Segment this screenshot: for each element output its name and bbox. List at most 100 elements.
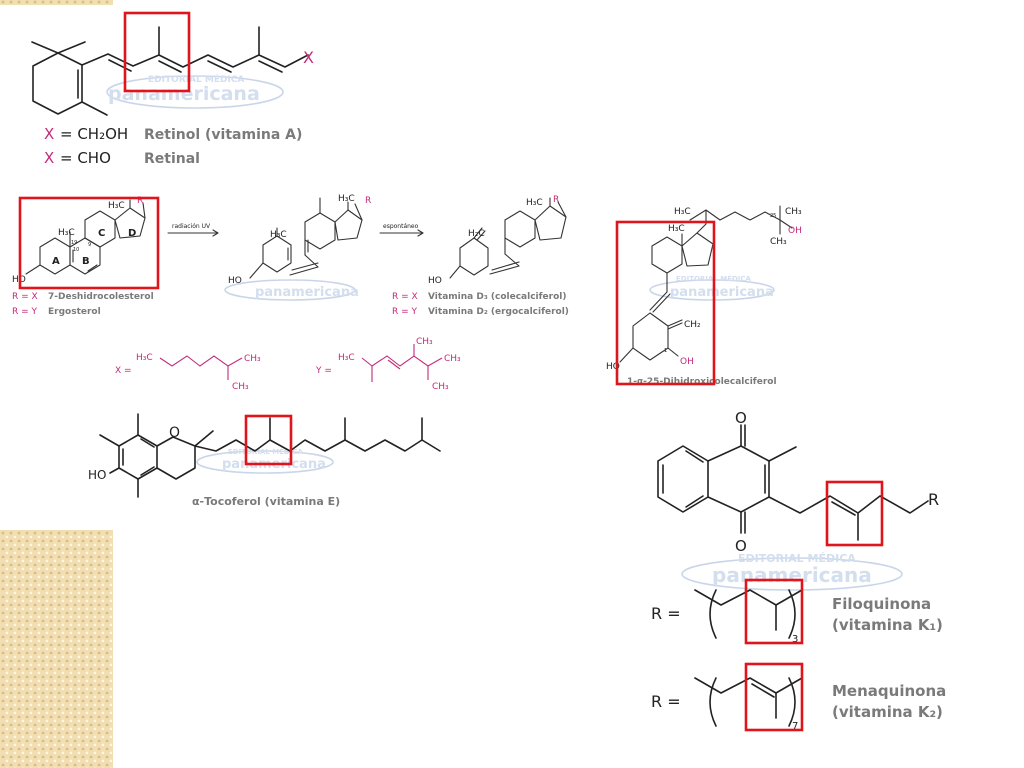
svg-text:O: O bbox=[735, 409, 747, 427]
svg-text:(vitamina K₁): (vitamina K₁) bbox=[832, 616, 943, 634]
highlight-retinol-isoprene bbox=[123, 11, 191, 93]
svg-text:B: B bbox=[82, 256, 90, 267]
svg-text:H₃C: H₃C bbox=[108, 201, 125, 211]
side-chain-x: X = H₃C CH₃ CH₃ bbox=[115, 353, 261, 392]
tocopherol-structure: O HO α-Tocoferol (vitamina E) bbox=[88, 413, 441, 508]
svg-text:(vitamina K₂): (vitamina K₂) bbox=[832, 703, 943, 721]
svg-text:OH: OH bbox=[788, 226, 802, 236]
svg-text:Retinol (vitamina A): Retinol (vitamina A) bbox=[144, 127, 302, 143]
svg-text:H₃C: H₃C bbox=[338, 353, 355, 363]
svg-text:Retinal: Retinal bbox=[144, 151, 200, 167]
svg-text:R = X: R = X bbox=[392, 292, 418, 302]
svg-text:A: A bbox=[52, 256, 60, 267]
svg-text:panamericana: panamericana bbox=[255, 285, 359, 300]
svg-text:Menaquinona: Menaquinona bbox=[832, 682, 946, 700]
highlight-tocopherol-isoprene bbox=[244, 414, 293, 466]
vitamin-d-captions: R = X Vitamina D₃ (colecalciferol) R = Y… bbox=[392, 292, 569, 317]
calcitriol-name: 1-α-25-Dihidroxicolecalciferol bbox=[627, 377, 777, 387]
svg-text:7: 7 bbox=[792, 721, 798, 732]
svg-text:= CHO: = CHO bbox=[60, 149, 111, 167]
svg-text:H₂C: H₂C bbox=[468, 229, 485, 239]
svg-text:panamericana: panamericana bbox=[108, 83, 260, 105]
svg-text:EDITORIAL MÉDICA: EDITORIAL MÉDICA bbox=[228, 447, 304, 456]
svg-text:CH₃: CH₃ bbox=[770, 237, 787, 247]
svg-text:R = Y: R = Y bbox=[392, 307, 418, 317]
svg-text:HO: HO bbox=[228, 276, 242, 286]
highlight-steroid-nucleus bbox=[18, 196, 160, 290]
svg-text:Vitamina D₃ (colecalciferol): Vitamina D₃ (colecalciferol) bbox=[428, 292, 566, 302]
highlight-k2-isoprene bbox=[744, 662, 804, 732]
svg-text:HO: HO bbox=[606, 362, 620, 372]
svg-text:HO: HO bbox=[88, 468, 106, 482]
retinol-captions: X = CH₂OH Retinol (vitamina A) X = CHO R… bbox=[44, 125, 302, 167]
svg-text:C: C bbox=[98, 228, 105, 239]
highlight-boxes bbox=[18, 11, 884, 732]
svg-text:CH₃: CH₃ bbox=[232, 382, 249, 392]
svg-text:panamericana: panamericana bbox=[670, 285, 774, 300]
svg-text:H₃C: H₃C bbox=[526, 198, 543, 208]
retinol-x-group: X bbox=[303, 48, 314, 67]
svg-text:CH₃: CH₃ bbox=[785, 207, 802, 217]
svg-text:R = X: R = X bbox=[12, 292, 38, 302]
svg-text:espontáneo: espontáneo bbox=[383, 223, 419, 230]
svg-text:radiación UV: radiación UV bbox=[172, 223, 211, 230]
svg-text:X: X bbox=[44, 125, 54, 143]
svg-text:1: 1 bbox=[664, 348, 667, 354]
svg-text:H₃C: H₃C bbox=[270, 230, 287, 240]
svg-text:Filoquinona: Filoquinona bbox=[832, 595, 931, 613]
watermark-vitamin-d: panamericana bbox=[224, 279, 359, 301]
spontaneous-arrow: espontáneo bbox=[379, 223, 424, 237]
watermark-retinol: EDITORIAL MÉDICA panamericana bbox=[106, 73, 284, 109]
svg-text:H₃C: H₃C bbox=[136, 353, 153, 363]
retinol-structure: X bbox=[31, 26, 314, 116]
svg-text:EDITORIAL MÉDICA: EDITORIAL MÉDICA bbox=[738, 552, 856, 565]
svg-text:CH₂: CH₂ bbox=[684, 320, 701, 330]
svg-text:9: 9 bbox=[88, 242, 91, 248]
decorative-pattern-top bbox=[0, 0, 113, 5]
svg-text:= CH₂OH: = CH₂OH bbox=[60, 125, 128, 143]
svg-text:Vitamina D₂ (ergocalciferol): Vitamina D₂ (ergocalciferol) bbox=[428, 307, 569, 317]
dehydrocholesterol-captions: R = X 7-Deshidrocolesterol R = Y Ergoste… bbox=[12, 292, 154, 317]
svg-text:OH: OH bbox=[680, 357, 694, 367]
svg-text:CH₃: CH₃ bbox=[244, 354, 261, 364]
svg-text:CH₃: CH₃ bbox=[432, 382, 449, 392]
decorative-pattern-strip bbox=[0, 530, 113, 768]
svg-text:Y =: Y = bbox=[315, 366, 332, 376]
svg-text:panamericana: panamericana bbox=[712, 563, 872, 587]
svg-text:H₃C: H₃C bbox=[58, 228, 75, 238]
svg-text:7-Deshidrocolesterol: 7-Deshidrocolesterol bbox=[48, 292, 154, 302]
svg-text:25: 25 bbox=[770, 213, 776, 219]
highlight-calcitriol-core bbox=[615, 220, 716, 386]
watermark-vitamin-k: EDITORIAL MÉDICA panamericana bbox=[681, 552, 903, 591]
svg-text:R: R bbox=[553, 195, 559, 205]
tocopherol-name: α-Tocoferol (vitamina E) bbox=[192, 495, 340, 508]
dehydrocholesterol-structure: H₃C H₃C R HO A B C D 10 19 9 bbox=[12, 196, 146, 285]
svg-text:X =: X = bbox=[115, 366, 132, 376]
svg-text:HO: HO bbox=[428, 276, 442, 286]
menaquinona-sidechain: R = 7 Menaquinona (vitamina K₂) bbox=[651, 677, 946, 732]
svg-text:R: R bbox=[365, 196, 371, 206]
calcitriol-structure: H₃C CH₃ CH₃ OH 25 H₃C CH₂ HO OH 1 1-α-25… bbox=[606, 205, 802, 387]
svg-text:CH₃: CH₃ bbox=[444, 354, 461, 364]
previtamin-d-structure: H₃C H₃C R HO bbox=[228, 194, 371, 286]
svg-text:X: X bbox=[44, 149, 54, 167]
svg-text:10: 10 bbox=[73, 247, 79, 253]
svg-text:EDITORIAL MÉDICA: EDITORIAL MÉDICA bbox=[148, 73, 244, 85]
svg-text:19: 19 bbox=[71, 240, 77, 246]
svg-text:Ergosterol: Ergosterol bbox=[48, 307, 101, 317]
svg-text:CH₃: CH₃ bbox=[416, 337, 433, 347]
uv-arrow: radiación UV bbox=[167, 223, 219, 237]
svg-text:R =: R = bbox=[651, 604, 681, 623]
svg-text:3: 3 bbox=[792, 634, 798, 645]
vitamin-d3-structure: H₂C H₃C R HO bbox=[428, 195, 567, 286]
svg-text:O: O bbox=[735, 537, 747, 555]
highlight-k-isoprene bbox=[825, 480, 884, 547]
svg-text:H₃C: H₃C bbox=[338, 194, 355, 204]
svg-text:O: O bbox=[169, 425, 180, 441]
side-chain-y: Y = H₃C CH₃ CH₃ CH₃ bbox=[315, 337, 461, 392]
filoquinona-sidechain: R = 3 Filoquinona (vitamina K₁) bbox=[651, 589, 943, 645]
svg-text:D: D bbox=[128, 228, 136, 239]
vitamin-k-structure: O O R bbox=[657, 409, 939, 555]
svg-text:R =: R = bbox=[651, 692, 681, 711]
